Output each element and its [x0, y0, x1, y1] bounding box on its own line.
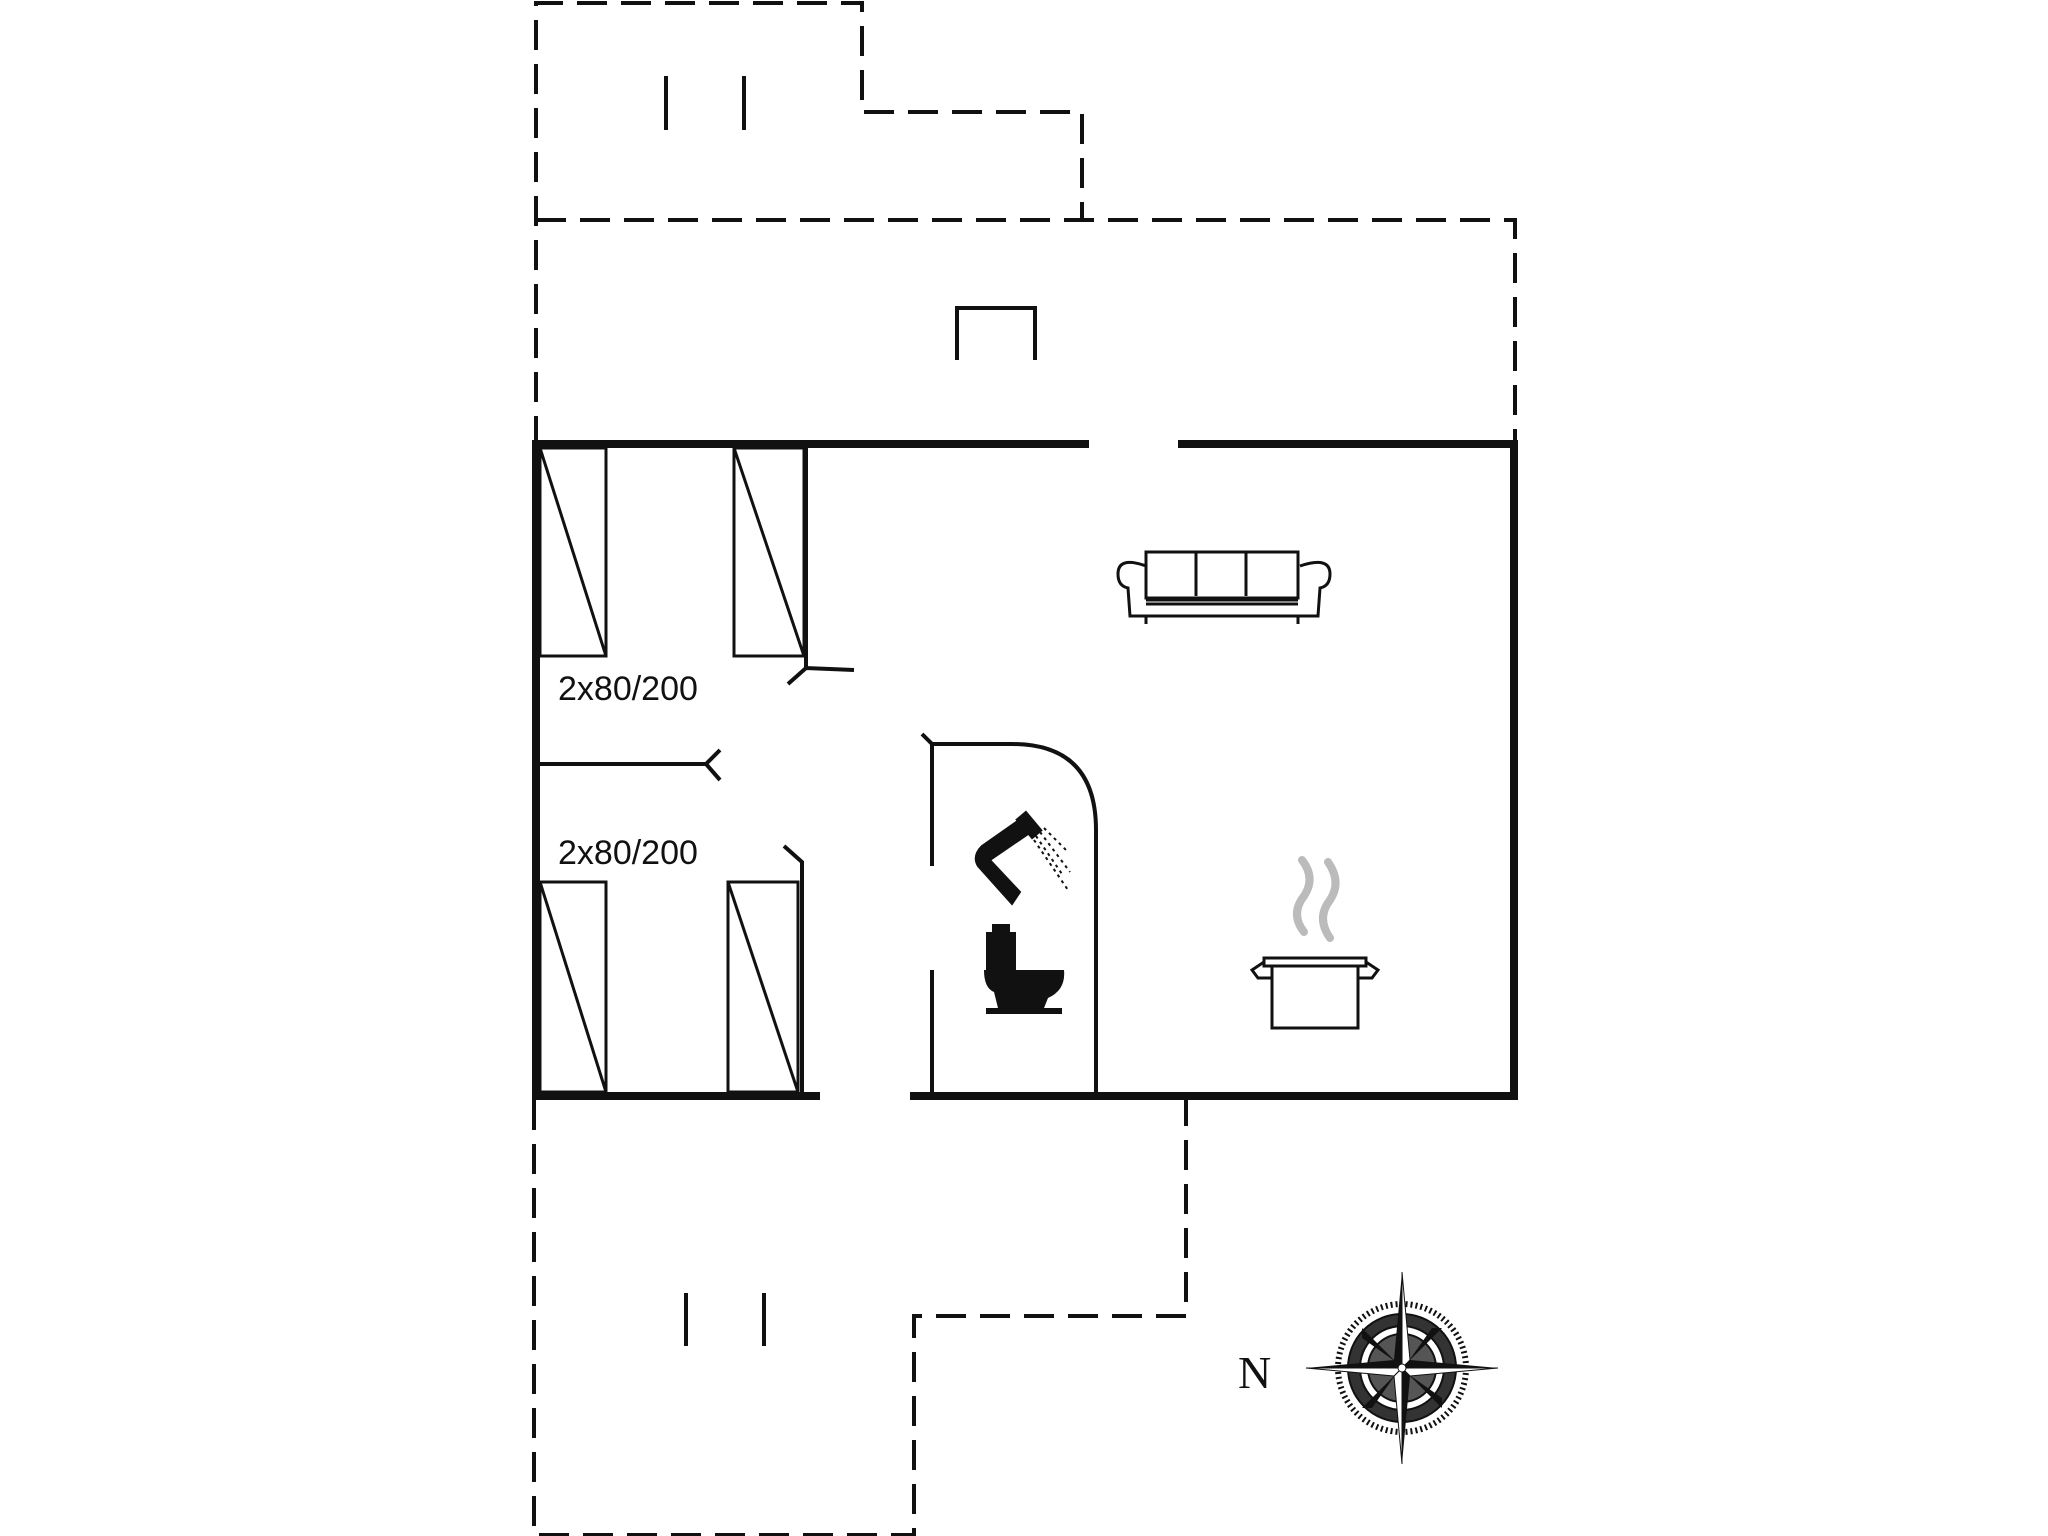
terrace-top-left — [534, 1, 1084, 446]
door-hall — [703, 748, 722, 782]
compass-rose-icon — [1305, 1271, 1499, 1465]
door-bedroom-bottom — [782, 844, 804, 1096]
bedroom-bottom-size-label: 2x80/200 — [558, 834, 698, 872]
terrace-table-mark — [955, 306, 1037, 360]
door-bedroom-top — [786, 665, 855, 686]
toilet-icon — [984, 924, 1065, 1014]
shower-icon — [974, 810, 1071, 906]
bed-icon — [538, 446, 608, 658]
compass-north-label: N — [1238, 1347, 1271, 1398]
terrace-marks — [664, 76, 1037, 1346]
bed-icon — [732, 446, 806, 658]
terrace-top-main — [536, 218, 1517, 446]
bed-icon — [538, 880, 608, 1094]
terrace-bottom — [532, 1100, 1188, 1536]
sofa-icon — [1116, 550, 1332, 624]
bed-icon — [726, 880, 800, 1094]
door-bathroom — [920, 732, 934, 866]
terrace-outlines — [532, 1, 1517, 1536]
bedroom-top-size-label: 2x80/200 — [558, 670, 698, 708]
beds — [538, 446, 806, 1094]
exterior-walls — [532, 440, 1518, 1100]
interior-walls — [536, 444, 1098, 1096]
wall-bathroom-rounded — [932, 742, 1098, 1096]
cooking-pot-icon — [1249, 856, 1381, 1030]
